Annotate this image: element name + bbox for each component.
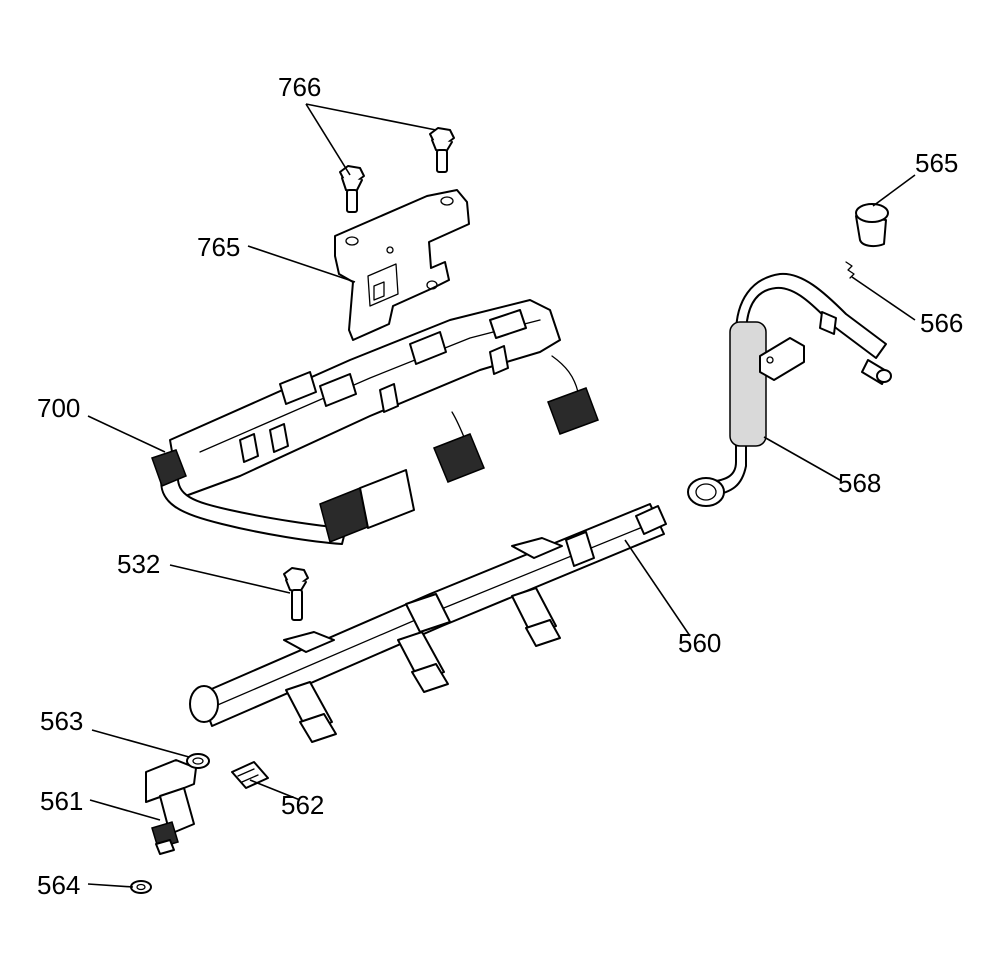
o-ring-563 bbox=[186, 753, 210, 769]
callout-700: 700 bbox=[37, 393, 80, 423]
callout-562: 562 bbox=[281, 790, 324, 820]
callout-568: 568 bbox=[838, 468, 881, 498]
fuel-rail-560 bbox=[189, 503, 667, 743]
callout-765: 765 bbox=[197, 232, 240, 262]
injector-561 bbox=[145, 759, 197, 855]
clip-566 bbox=[845, 261, 855, 279]
callout-532: 532 bbox=[117, 549, 160, 579]
bolt-766-right bbox=[429, 127, 455, 173]
clip-562 bbox=[231, 761, 269, 789]
callout-766: 766 bbox=[278, 72, 321, 102]
callout-561: 561 bbox=[40, 786, 83, 816]
o-ring-564 bbox=[130, 880, 152, 894]
callout-563: 563 bbox=[40, 706, 83, 736]
callout-564: 564 bbox=[37, 870, 80, 900]
fuel-pipe-568 bbox=[687, 272, 892, 507]
wiring-harness-700 bbox=[151, 299, 599, 545]
leader-lines bbox=[87, 103, 916, 888]
bolt-766-left bbox=[339, 165, 365, 213]
callout-565: 565 bbox=[915, 148, 958, 178]
bolt-532 bbox=[283, 567, 309, 621]
callout-566: 566 bbox=[920, 308, 963, 338]
cap-565 bbox=[855, 203, 889, 248]
callout-560: 560 bbox=[678, 628, 721, 658]
